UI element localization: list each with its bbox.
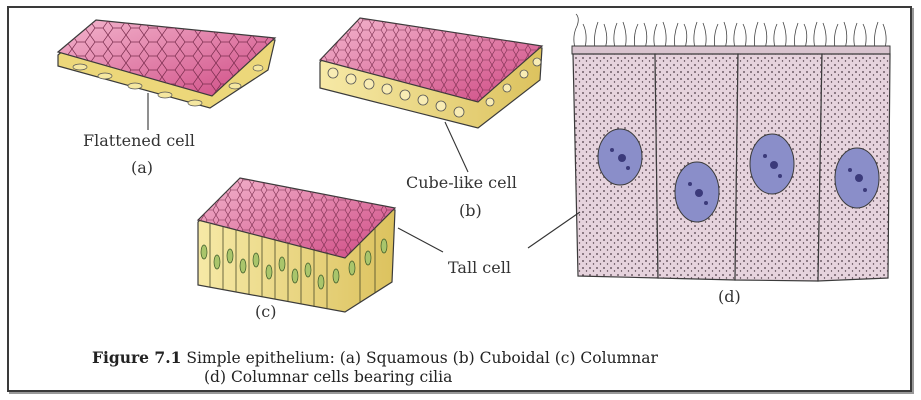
squamous-epithelium bbox=[58, 20, 275, 130]
cuboidal-epithelium bbox=[320, 18, 542, 172]
label-panel-b: (b) bbox=[459, 201, 482, 220]
label-panel-c: (c) bbox=[255, 302, 276, 321]
label-cube-like-cell: Cube-like cell bbox=[406, 173, 517, 192]
columnar-epithelium bbox=[198, 178, 443, 312]
label-panel-a: (a) bbox=[131, 158, 153, 177]
ciliated-columnar-cells bbox=[528, 14, 890, 281]
label-flattened-cell: Flattened cell bbox=[83, 131, 195, 150]
caption-text-1: Simple epithelium: (a) Squamous (b) Cubo… bbox=[186, 349, 658, 367]
label-tall-cell: Tall cell bbox=[448, 258, 511, 277]
figure-caption-line1: Figure 7.1 Simple epithelium: (a) Squamo… bbox=[92, 348, 658, 367]
figure-caption-line2: (d) Columnar cells bearing cilia bbox=[204, 368, 452, 386]
label-panel-d: (d) bbox=[718, 287, 741, 306]
cilia bbox=[574, 14, 886, 48]
figure-number: Figure 7.1 bbox=[92, 348, 181, 367]
